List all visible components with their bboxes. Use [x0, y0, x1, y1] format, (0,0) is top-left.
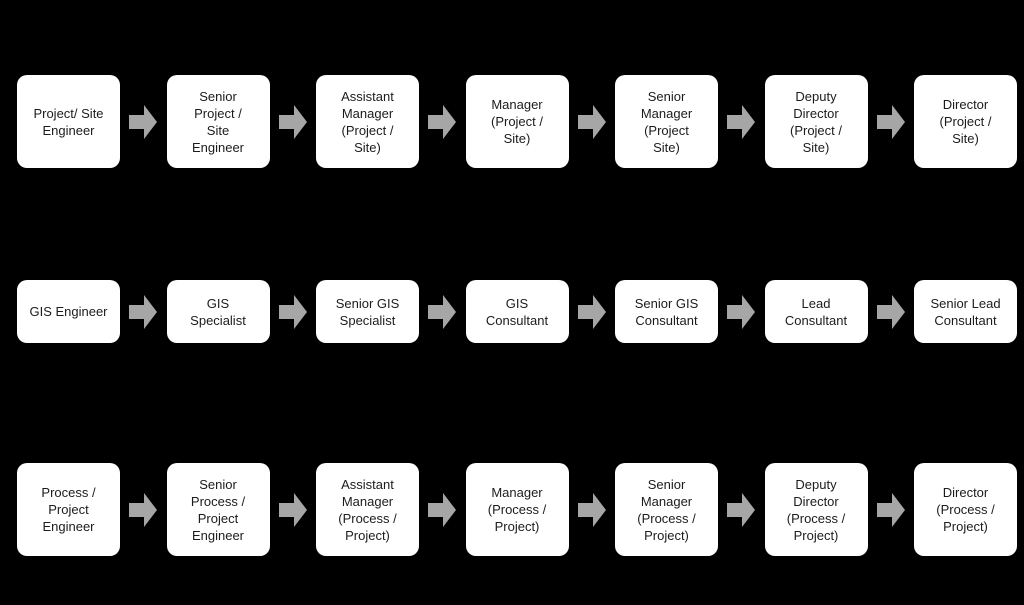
role-box: Senior Project / Site Engineer: [166, 75, 270, 168]
role-box: Assistant Manager (Process / Project): [316, 463, 419, 556]
arrow-right-icon: [278, 104, 307, 139]
arrow-right-icon: [278, 294, 307, 329]
career-path-row-process-project: Process / Project Engineer Senior Proces…: [17, 463, 1017, 556]
role-box: Director (Process / Project): [914, 463, 1017, 556]
role-box: Manager (Project / Site): [465, 75, 569, 168]
arrow-right-icon: [428, 104, 457, 139]
arrow-right-icon: [727, 294, 756, 329]
role-box: GIS Consultant: [465, 280, 569, 343]
arrow-right-icon: [577, 294, 606, 329]
role-box: Assistant Manager (Project / Site): [316, 75, 419, 168]
arrow-right-icon: [129, 294, 158, 329]
role-box: Senior GIS Specialist: [316, 280, 419, 343]
career-path-row-gis: GIS Engineer GIS Specialist Senior GIS S…: [17, 280, 1017, 343]
arrow-right-icon: [278, 492, 307, 527]
role-box: GIS Engineer: [17, 280, 120, 343]
arrow-right-icon: [129, 492, 158, 527]
arrow-right-icon: [577, 104, 606, 139]
arrow-right-icon: [428, 294, 457, 329]
role-box: Director (Project / Site): [914, 75, 1017, 168]
role-box: Senior Process / Project Engineer: [166, 463, 270, 556]
arrow-right-icon: [876, 492, 905, 527]
arrow-right-icon: [727, 104, 756, 139]
role-box: Senior GIS Consultant: [615, 280, 718, 343]
role-box: Project/ Site Engineer: [17, 75, 120, 168]
role-box: Senior Lead Consultant: [914, 280, 1017, 343]
arrow-right-icon: [876, 104, 905, 139]
role-box: Senior Manager (Project Site): [615, 75, 718, 168]
role-box: Lead Consultant: [764, 280, 868, 343]
arrow-right-icon: [727, 492, 756, 527]
arrow-right-icon: [876, 294, 905, 329]
arrow-right-icon: [428, 492, 457, 527]
role-box: Manager (Process / Project): [465, 463, 569, 556]
role-box: Process / Project Engineer: [17, 463, 120, 556]
role-box: GIS Specialist: [166, 280, 270, 343]
career-path-row-project-site: Project/ Site Engineer Senior Project / …: [17, 75, 1017, 168]
role-box: Senior Manager (Process / Project): [615, 463, 718, 556]
role-box: Deputy Director (Project / Site): [764, 75, 868, 168]
arrow-right-icon: [129, 104, 158, 139]
arrow-right-icon: [577, 492, 606, 527]
role-box: Deputy Director (Process / Project): [764, 463, 868, 556]
